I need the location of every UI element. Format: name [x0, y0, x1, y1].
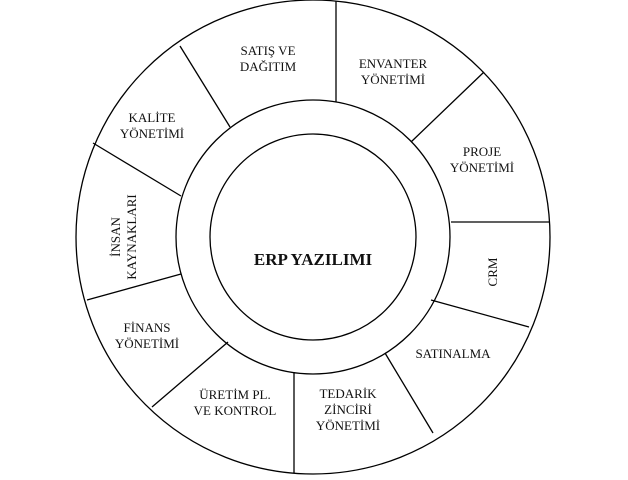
module-satinalma-label: SATINALMA [415, 346, 491, 361]
module-tedarik-line: YÖNETİMİ [316, 418, 380, 433]
module-envanter-line: YÖNETİMİ [361, 72, 425, 87]
erp-center-label: ERP YAZILIMI [254, 250, 373, 269]
divider-line [151, 341, 229, 408]
divider-line [410, 71, 485, 143]
module-uretim-label: ÜRETİM PL.VE KONTROL [194, 387, 277, 418]
segment-dividers [86, 1, 549, 473]
module-tedarik-line: ZİNCİRİ [324, 402, 372, 417]
divider-line [92, 142, 182, 197]
module-insan-line: İNSAN [108, 217, 123, 257]
divider-line [86, 273, 182, 301]
module-insan-label: İNSANKAYNAKLARI [108, 194, 139, 279]
module-satinalma-line: SATINALMA [415, 346, 491, 361]
outer-ring [75, 0, 551, 475]
module-crm-line: CRM [485, 257, 500, 286]
module-crm-label: CRM [485, 257, 500, 286]
divider-line [179, 45, 231, 128]
middle-ring [175, 99, 451, 375]
module-insan-line: KAYNAKLARI [124, 194, 139, 279]
module-proje-line: YÖNETİMİ [450, 160, 514, 175]
module-envanter-line: ENVANTER [359, 56, 428, 71]
module-uretim-line: VE KONTROL [194, 403, 277, 418]
module-finans-line: YÖNETİMİ [115, 336, 179, 351]
module-kalite-line: KALİTE [129, 110, 176, 125]
divider-line [430, 299, 530, 328]
module-tedarik-line: TEDARİK [319, 386, 377, 401]
divider-line [384, 352, 434, 434]
module-satis-line: DAĞITIM [240, 59, 297, 74]
module-uretim-line: ÜRETİM PL. [199, 387, 271, 402]
module-finans-line: FİNANS [124, 320, 171, 335]
inner-circle [209, 133, 417, 341]
module-proje-line: PROJE [463, 144, 501, 159]
module-kalite-line: YÖNETİMİ [120, 126, 184, 141]
module-satis-line: SATIŞ VE [240, 43, 295, 58]
